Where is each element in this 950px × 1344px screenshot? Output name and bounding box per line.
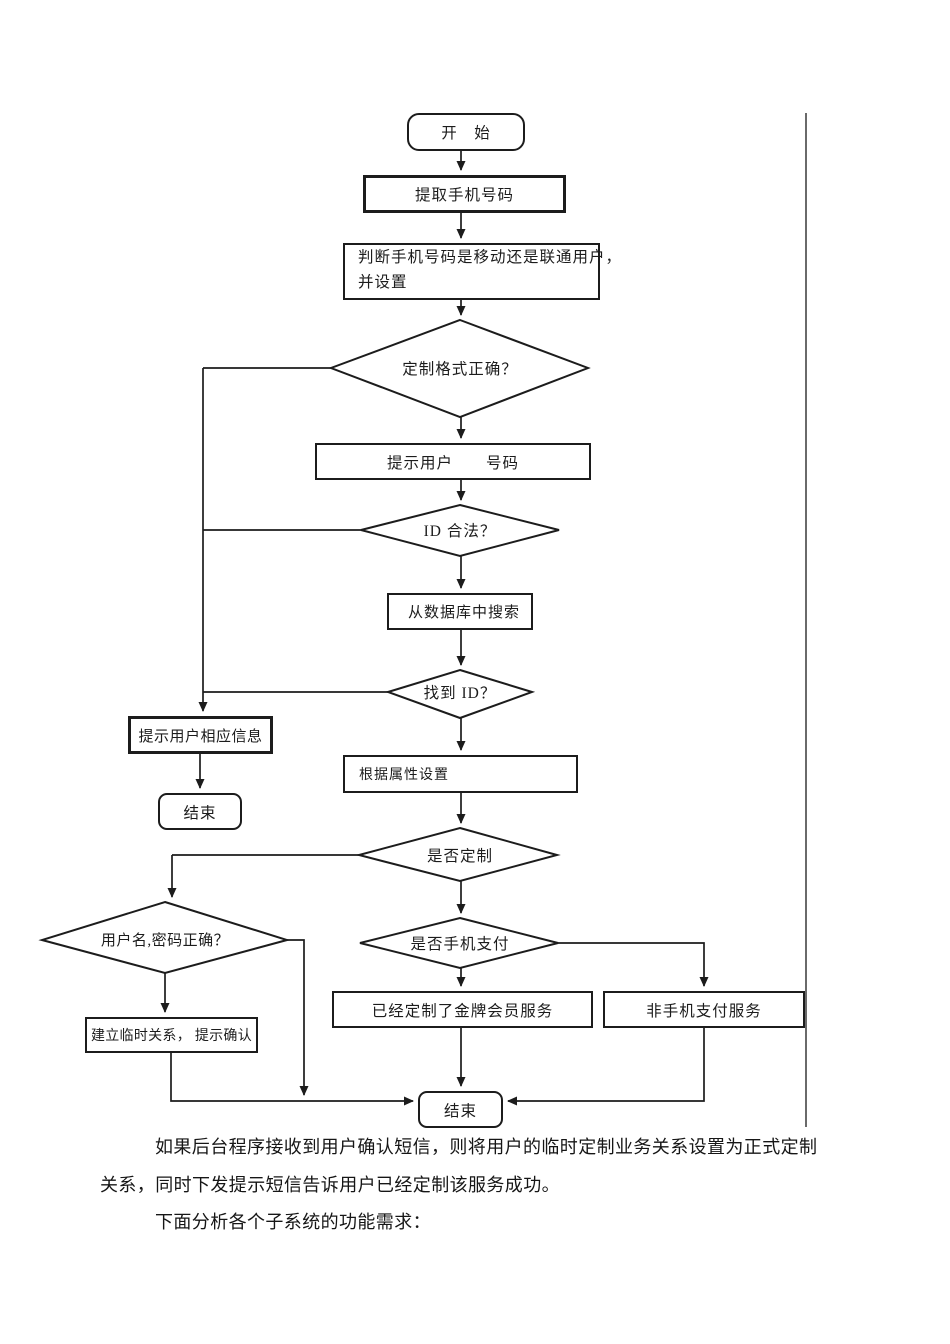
node-extract-number: 提取手机号码	[363, 175, 566, 213]
node-search-database-label: 从数据库中搜索	[408, 605, 521, 621]
decision-subscribe-text: 是否定制	[426, 848, 493, 865]
decision-found-diamond	[384, 668, 536, 720]
paragraph-line1: 如果后台程序接收到用户确认短信，则将用户的临时定制业务关系设置为正式定制	[155, 1137, 818, 1157]
node-prompt-user-number: 提示用户 号码	[315, 443, 591, 480]
paragraph-line3: 下面分析各个子系统的功能需求：	[155, 1212, 431, 1232]
node-set-by-attribute-label: 根据属性设置	[359, 768, 449, 783]
node-judge-carrier-line2: 并设置	[358, 274, 408, 291]
decision-mobilepay-text: 是否手机支付	[410, 936, 510, 953]
node-prompt-user-info-label: 提示用户相应信息	[138, 728, 263, 745]
decision-userpass-text: 用户名,密码正确？	[100, 932, 230, 949]
connector-user-no	[287, 939, 309, 1096]
node-judge-carrier-line1: 判断手机号码是移动还是联通用户，	[358, 249, 623, 266]
decision-subscribe-label: 是否定制	[385, 839, 535, 871]
connector-nonpay-end	[507, 1028, 705, 1106]
node-judge-carrier: 判断手机号码是移动还是联通用户， 并设置	[343, 243, 621, 300]
decision-userpass-diamond	[38, 900, 291, 975]
node-extract-number-label: 提取手机号码	[414, 187, 514, 204]
node-prompt-user-number-label: 提示用户 号码	[386, 454, 519, 472]
node-non-mobile-payment-label: 非手机支付服务	[646, 1002, 762, 1020]
decision-found-label: 找到 ID？	[390, 676, 530, 708]
node-prompt-user-info: 提示用户相应信息	[128, 716, 273, 754]
node-create-temp-relation: 建立临时关系， 提示确认	[85, 1017, 258, 1053]
node-set-by-attribute: 根据属性设置	[343, 755, 578, 793]
decision-format-text: 定制格式正确？	[402, 361, 518, 378]
decision-mobilepay-label: 是否手机支付	[375, 927, 545, 959]
node-non-mobile-payment: 非手机支付服务	[603, 991, 805, 1028]
decision-idvalid-label: ID 合法？	[385, 514, 535, 546]
node-create-temp-relation-label: 建立临时关系， 提示确认	[90, 1029, 253, 1044]
node-end-left: 结束	[158, 793, 242, 830]
decision-format-label: 定制格式正确？	[360, 352, 560, 384]
connector-mobilepay-no	[558, 942, 709, 987]
connector-group	[160, 151, 709, 1106]
node-start-label: 开 始	[441, 125, 491, 142]
node-gold-member: 已经定制了金牌会员服务	[332, 991, 593, 1028]
decision-format-diamond	[328, 318, 591, 419]
decision-mobilepay-diamond	[359, 916, 559, 970]
connector-temp-end	[170, 1053, 414, 1106]
decision-idvalid-text: ID 合法？	[423, 523, 497, 540]
node-gold-member-label: 已经定制了金牌会员服务	[371, 1002, 554, 1020]
node-search-database: 从数据库中搜索	[387, 593, 533, 630]
node-start: 开 始	[407, 113, 525, 151]
paragraph-line2: 关系，同时下发提示短信告诉用户已经定制该服务成功。	[100, 1175, 560, 1195]
node-end-left-label: 结束	[183, 804, 217, 822]
decision-idvalid-diamond	[360, 503, 560, 558]
node-end-bottom: 结束	[418, 1091, 503, 1128]
node-end-bottom-label: 结束	[443, 1102, 477, 1120]
decision-subscribe-diamond	[355, 826, 561, 883]
decision-userpass-label: 用户名,密码正确？	[65, 922, 265, 956]
decision-found-text: 找到 ID？	[423, 685, 497, 702]
